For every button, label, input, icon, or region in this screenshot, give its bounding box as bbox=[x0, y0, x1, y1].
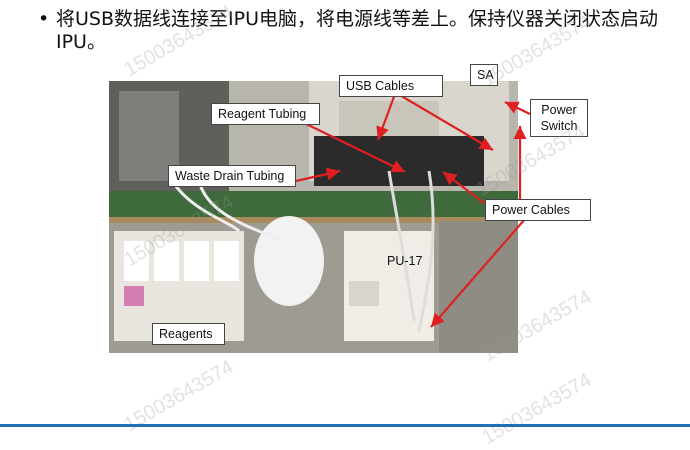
callout-reagent-tubing: Reagent Tubing bbox=[211, 103, 320, 125]
callout-power-cables: Power Cables bbox=[485, 199, 591, 221]
callout-reagents: Reagents bbox=[152, 323, 225, 345]
bullet-marker: • bbox=[38, 8, 50, 30]
callout-pu17: PU-17 bbox=[387, 254, 423, 268]
callout-usb-cables: USB Cables bbox=[339, 75, 443, 97]
instruction-body: 将USB数据线连接至IPU电脑，将电源线等差上。保持仪器关闭状态启动IPU。 bbox=[56, 8, 658, 53]
callout-sa: SA bbox=[470, 64, 498, 86]
callout-waste-drain-tubing: Waste Drain Tubing bbox=[168, 165, 296, 187]
callout-power-switch: Power Switch bbox=[530, 99, 588, 137]
instruction-text: • 将USB数据线连接至IPU电脑，将电源线等差上。保持仪器关闭状态启动IPU。 bbox=[38, 8, 666, 54]
callout-arrows bbox=[295, 93, 531, 328]
bottom-divider bbox=[0, 424, 690, 427]
